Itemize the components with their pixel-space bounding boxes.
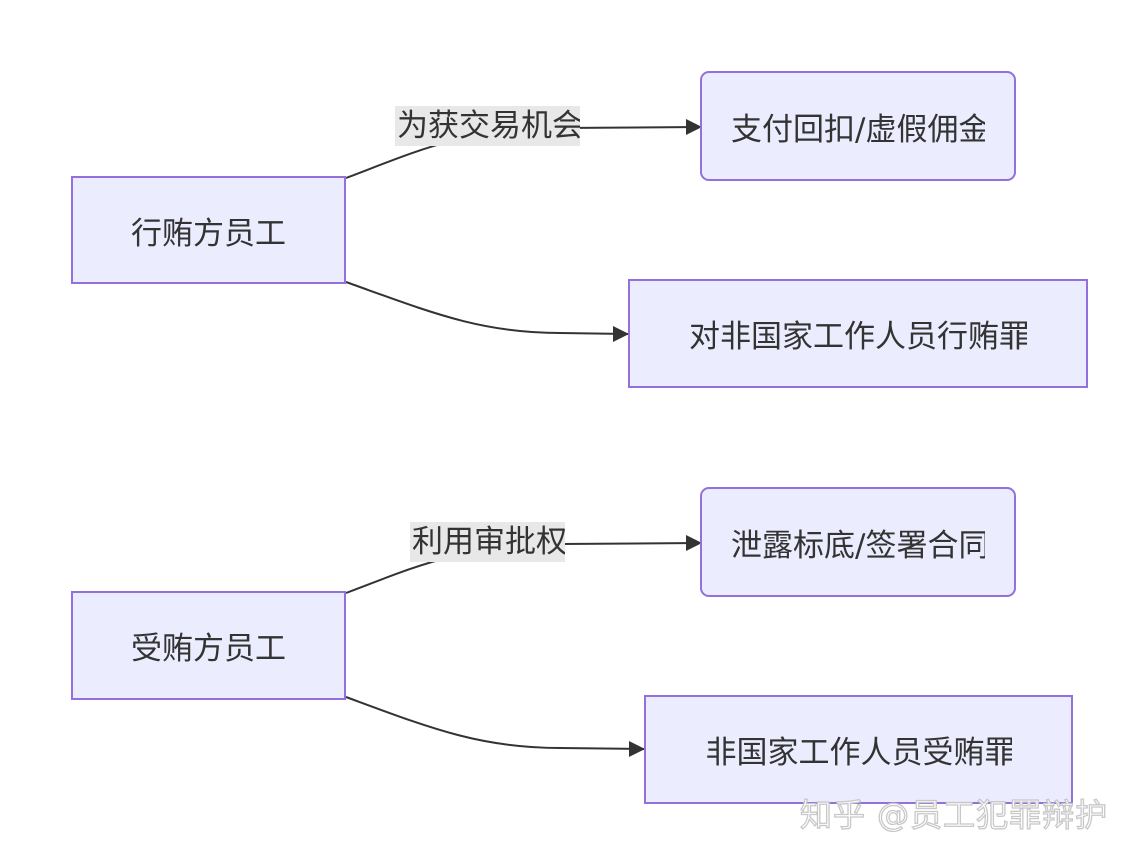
node-briber-employee-label: 行贿方员工: [131, 215, 286, 252]
node-briber-employee: 行贿方员工: [71, 176, 346, 284]
node-bribee-offense-label: 非国家工作人员受贿罪: [705, 735, 1012, 771]
edge-label-trade-opportunity: 为获交易机会: [395, 106, 580, 146]
edge-briber-to-offense: [345, 281, 629, 335]
watermark: 知乎 @员工犯罪辩护: [799, 795, 1109, 834]
arrowhead-briber-offense: [613, 326, 629, 342]
node-briber-offense: 对非国家工作人员行贿罪: [628, 279, 1088, 388]
node-bribee-employee: 受贿方员工: [71, 591, 346, 700]
node-bribee-offense: 非国家工作人员受贿罪: [644, 695, 1073, 804]
node-bribee-employee-label: 受贿方员工: [131, 631, 286, 667]
edge-bribee-to-offense: [345, 696, 645, 750]
edge-label-approval-power: 利用审批权: [410, 522, 565, 562]
node-pay-kickback-label: 支付回扣/虚假佣金: [731, 111, 985, 148]
arrowhead-leak: [686, 535, 702, 551]
node-leak-bid: 泄露标底/签署合同: [700, 487, 1016, 597]
node-pay-kickback: 支付回扣/虚假佣金: [700, 71, 1016, 181]
arrowhead-bribee-offense: [629, 741, 645, 757]
node-briber-offense-label: 对非国家工作人员行贿罪: [689, 319, 1027, 355]
arrowhead-payment: [686, 119, 702, 135]
node-leak-bid-label: 泄露标底/签署合同: [731, 527, 985, 564]
